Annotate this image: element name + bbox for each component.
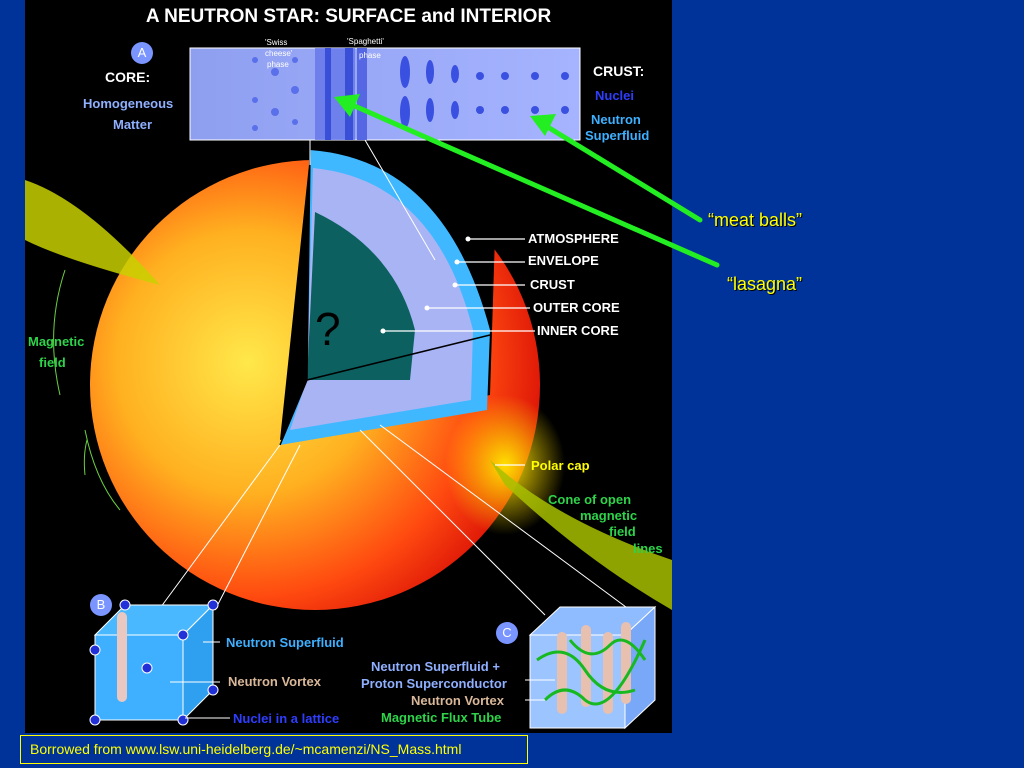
meat-balls-label: “meat balls” xyxy=(708,210,803,230)
envelope-label: ENVELOPE xyxy=(528,253,599,268)
crust-label: CRUST xyxy=(530,277,575,292)
spaghetti-label-1: 'Spaghetti' xyxy=(347,37,384,46)
figure-title: A NEUTRON STAR: SURFACE and INTERIOR xyxy=(145,6,552,27)
credit-box: Borrowed from www.lsw.uni-heidelberg.de/… xyxy=(20,735,528,764)
polar-cap-label: Polar cap xyxy=(531,458,590,473)
swiss-label-1: 'Swiss xyxy=(265,38,288,47)
cone-label-2: magnetic xyxy=(580,508,638,523)
swiss-label-2: cheese' xyxy=(265,49,293,58)
core-text-line2: Matter xyxy=(113,117,153,132)
neutron-label: Neutron xyxy=(591,112,641,127)
spaghetti-label-2: phase xyxy=(359,51,381,60)
panel-c-flux-label: Magnetic Flux Tube xyxy=(381,710,502,725)
crust-heading: CRUST: xyxy=(593,63,645,79)
figure-artwork xyxy=(25,47,672,730)
core-heading: CORE: xyxy=(105,69,151,85)
cone-label-4: lines xyxy=(633,541,663,556)
panel-b-vortex-label: Neutron Vortex xyxy=(228,674,321,689)
inner-core-layer xyxy=(307,212,415,380)
panel-c-vortex-label: Neutron Vortex xyxy=(411,693,504,708)
atmosphere-label: ATMOSPHERE xyxy=(528,231,619,246)
open-field-cone xyxy=(490,460,672,610)
core-text-line1: Homogeneous xyxy=(83,96,174,111)
panel-b-lattice-label: Nuclei in a lattice xyxy=(233,711,340,726)
panel-c-cube xyxy=(528,605,657,730)
swiss-label-3: phase xyxy=(267,60,289,69)
panel-c-line1: Neutron Superfluid + xyxy=(371,659,500,674)
panel-a-badge: A xyxy=(131,42,153,64)
cone-label-1: Cone of open xyxy=(548,492,632,507)
field-label: field xyxy=(39,355,66,370)
panel-a-phases xyxy=(189,47,581,141)
unknown-core-mark: ? xyxy=(315,303,341,355)
lasagna-label: “lasagna” xyxy=(727,274,803,294)
inner-core-label: INNER CORE xyxy=(537,323,619,338)
panel-c-badge: C xyxy=(496,622,518,644)
nuclei-label: Nuclei xyxy=(595,88,635,103)
cone-label-3: field xyxy=(609,524,636,539)
panel-c-line2: Proton Superconductor xyxy=(361,676,507,691)
neutron-star-figure: A NEUTRON STAR: SURFACE and INTERIOR A C… xyxy=(25,0,672,733)
panel-b-badge: B xyxy=(90,594,112,616)
outer-core-label: OUTER CORE xyxy=(533,300,620,315)
magnetic-field-sheet-left xyxy=(25,180,160,285)
panel-b-superfluid-label: Neutron Superfluid xyxy=(226,635,344,650)
credit-text: Borrowed from www.lsw.uni-heidelberg.de/… xyxy=(30,741,462,757)
superfluid-label: Superfluid xyxy=(585,128,650,143)
panel-b-cube xyxy=(89,599,219,726)
magnetic-label: Magnetic xyxy=(28,334,85,349)
